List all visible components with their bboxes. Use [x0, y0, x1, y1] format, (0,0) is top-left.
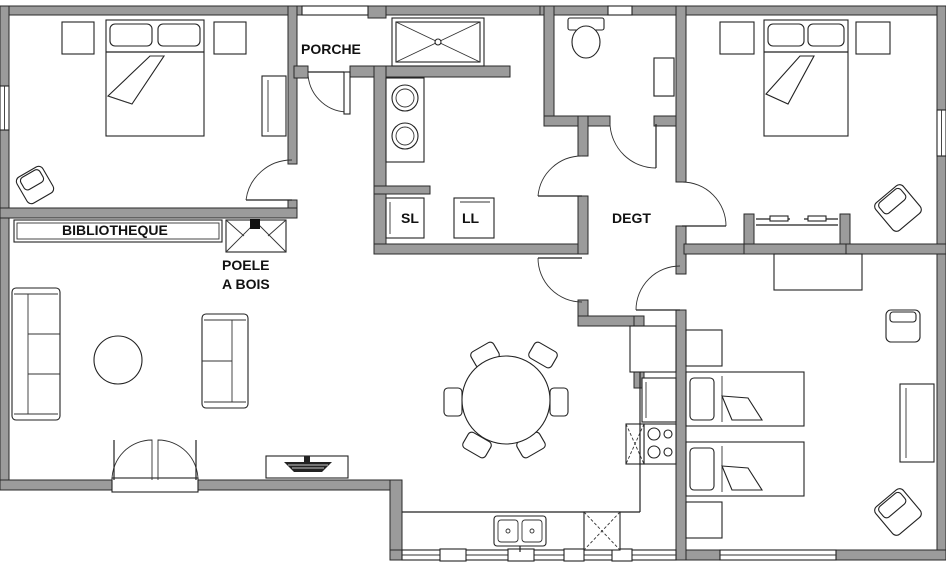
wall-right-lower — [936, 155, 946, 561]
kitchen — [402, 325, 677, 552]
label-degt: DEGT — [612, 210, 651, 226]
oven — [641, 377, 677, 423]
window-frame-2 — [507, 548, 535, 562]
single-bed-2 — [685, 441, 805, 497]
living-room — [11, 287, 349, 479]
wall-left-upper — [0, 5, 10, 87]
closet-doors — [756, 215, 838, 226]
armchair-1 — [15, 165, 55, 205]
cooktop — [643, 423, 677, 465]
hood — [625, 423, 645, 465]
windows — [0, 5, 946, 562]
corridor-shelf — [653, 57, 675, 97]
nightstand-left-2 — [719, 21, 755, 55]
door-porch — [307, 71, 351, 115]
label-poele-2: A BOIS — [222, 276, 270, 292]
wall-bed1-right — [287, 5, 298, 165]
door-living — [537, 257, 583, 303]
bathroom — [385, 17, 485, 163]
wall-top-bath — [385, 5, 553, 16]
window-wc-top — [607, 5, 633, 16]
wall-porch-left — [293, 65, 309, 79]
door-bedroom-2 — [681, 181, 727, 227]
wall-wc-bottom-a — [543, 115, 611, 127]
nightstand-right-2 — [855, 21, 891, 55]
wardrobe-bed3 — [899, 383, 935, 463]
nightstand-left — [61, 21, 95, 55]
door-laundry — [537, 155, 583, 197]
door-wc — [609, 123, 657, 169]
wall-wc-left — [543, 5, 555, 125]
window-frame-4 — [611, 548, 633, 562]
washing-machine — [453, 197, 495, 239]
dining-set — [443, 341, 569, 459]
armchair-3 — [874, 488, 922, 536]
sofa-left — [11, 287, 61, 421]
laundry: SL LL — [385, 197, 495, 239]
wall-laundry-mid — [373, 185, 431, 195]
wall-laundry-bottom — [373, 243, 589, 255]
wall-degt-left-top — [577, 115, 589, 157]
dryer — [385, 197, 425, 239]
wall-bottom-left-b — [197, 479, 403, 491]
label-poele-1: POELE — [222, 257, 269, 273]
wall-bed3-left — [675, 309, 687, 561]
wall-kitchen-left — [389, 479, 403, 561]
nightstand-bed3-top — [685, 329, 723, 367]
double-vanity — [385, 77, 425, 163]
coffee-table — [93, 335, 143, 385]
doors — [111, 71, 838, 493]
wall-bed1-bottom — [0, 207, 298, 219]
radiator — [265, 455, 349, 479]
wall-right-upper — [936, 5, 946, 111]
dining-chairs — [443, 341, 569, 459]
double-bed-2 — [763, 19, 849, 137]
bedroom-2 — [653, 19, 922, 232]
label-bibliotheque: BIBLIOTHEQUE — [62, 222, 168, 238]
french-door-living — [111, 439, 199, 493]
single-bed-1 — [685, 371, 805, 427]
wall-degt-right-top — [675, 5, 687, 183]
dresser-1 — [261, 75, 287, 137]
fridge — [629, 325, 677, 373]
dining-table — [461, 355, 551, 445]
window-porch-top — [301, 5, 369, 16]
nightstand-bed3-bottom — [685, 501, 723, 539]
kitchen-sink — [493, 515, 547, 552]
wood-stove — [225, 219, 287, 253]
door-bedroom-3 — [635, 265, 681, 311]
bibliotheque: BIBLIOTHEQUE — [13, 219, 223, 243]
double-bed-1 — [105, 19, 205, 137]
radiator-grille — [284, 462, 332, 472]
dishwasher — [583, 511, 621, 551]
wall-top-porch-right — [367, 5, 387, 19]
wall-top-left — [0, 5, 303, 16]
label-ll: LL — [462, 210, 480, 226]
wall-degt-bottom — [577, 315, 635, 327]
wall-bed2-bottom-a — [683, 243, 747, 255]
bedroom-1 — [15, 19, 287, 205]
label-porche: PORCHE — [301, 41, 361, 57]
wall-laundry-left — [373, 65, 387, 255]
nightstand-right — [213, 21, 247, 55]
shower — [391, 17, 485, 67]
door-bedroom-1 — [245, 159, 293, 201]
window-frame-1 — [439, 548, 467, 562]
window-frame-3 — [563, 548, 585, 562]
desk — [773, 253, 863, 291]
wall-degt-left-mid — [577, 195, 589, 255]
wall-bottom-left-a — [0, 479, 113, 491]
wall-closet-bottom — [743, 243, 851, 255]
armchair-2 — [874, 184, 922, 232]
toilet — [567, 17, 605, 59]
label-sl: SL — [401, 210, 419, 226]
wall-left-lower — [0, 129, 10, 491]
bedroom-3 — [685, 253, 935, 539]
stove-flue — [250, 219, 260, 229]
wall-bed2-bottom-b — [845, 243, 946, 255]
loveseat — [201, 313, 249, 409]
